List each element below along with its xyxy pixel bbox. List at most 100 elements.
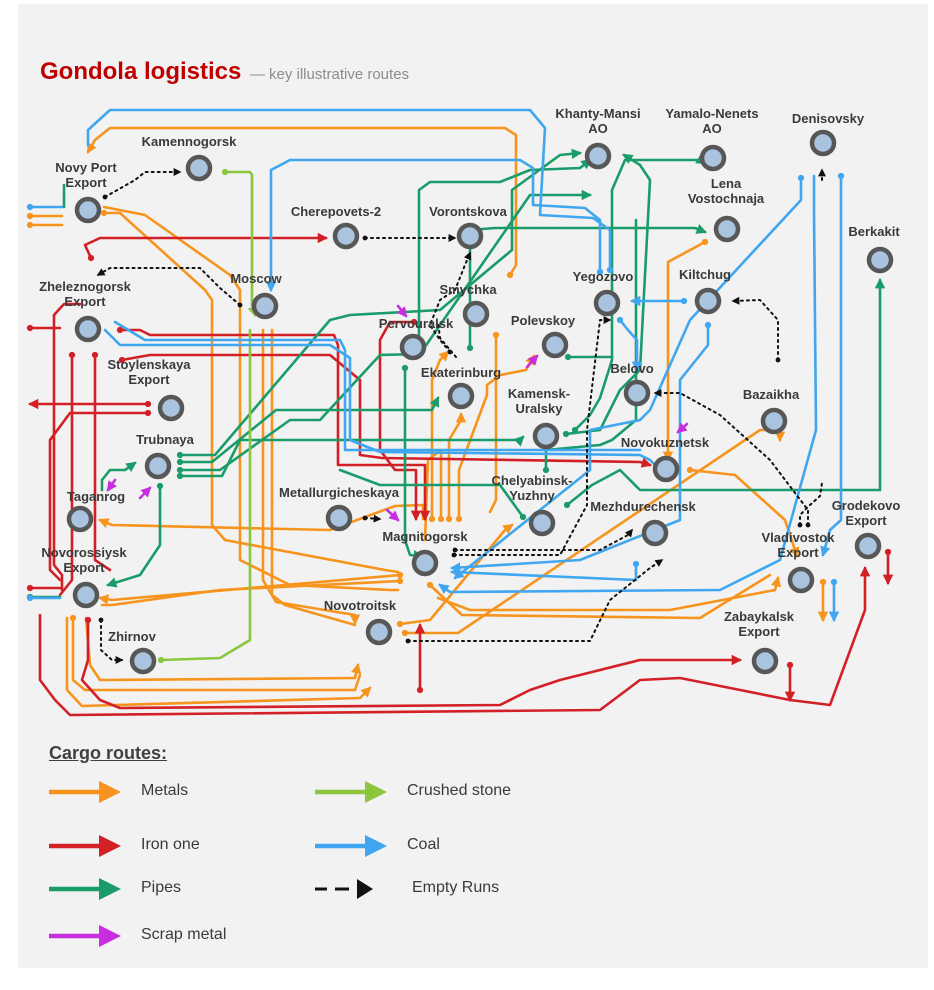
station-kamennogorsk[interactable] xyxy=(185,154,213,182)
station-taganrog[interactable] xyxy=(66,505,94,533)
station-marker[interactable] xyxy=(251,292,279,320)
station-label-moscow: Moscow xyxy=(230,271,282,286)
route-pipes-45 xyxy=(176,435,525,480)
legend-item-metals: Metals xyxy=(49,780,309,804)
station-marker[interactable] xyxy=(72,581,100,609)
station-marker[interactable] xyxy=(66,505,94,533)
station-zhirnov[interactable] xyxy=(129,647,157,675)
station-novotroitsk[interactable] xyxy=(365,618,393,646)
station-ekaterinburg[interactable] xyxy=(447,382,475,410)
station-khanty[interactable] xyxy=(584,142,612,170)
route-iron-32 xyxy=(48,409,152,582)
station-magnitogorsk[interactable] xyxy=(411,549,439,577)
station-marker[interactable] xyxy=(699,144,727,172)
station-marker[interactable] xyxy=(854,532,882,560)
station-label-grodekovo: Export xyxy=(845,513,887,528)
legend-swatch xyxy=(315,781,387,803)
station-marker[interactable] xyxy=(866,246,894,274)
station-marker[interactable] xyxy=(641,519,669,547)
route-empty-90 xyxy=(405,559,664,644)
legend-swatch xyxy=(49,835,121,857)
station-kamensk[interactable] xyxy=(532,422,560,450)
station-label-yamalo: AO xyxy=(702,121,722,136)
station-label-trubnaya: Trubnaya xyxy=(136,432,195,447)
station-marker[interactable] xyxy=(411,549,439,577)
station-marker[interactable] xyxy=(528,509,556,537)
station-marker[interactable] xyxy=(74,315,102,343)
station-label-novotroitsk: Novotroitsk xyxy=(324,598,397,613)
station-marker[interactable] xyxy=(787,566,815,594)
station-marker[interactable] xyxy=(541,331,569,359)
route-iron-25 xyxy=(83,232,329,262)
station-marker[interactable] xyxy=(325,504,353,532)
station-kiltchug[interactable] xyxy=(694,287,722,315)
legend-swatch xyxy=(315,879,373,899)
labels-layer: Novy PortExportKamennogorskCherepovets-2… xyxy=(39,106,900,644)
station-marker[interactable] xyxy=(157,394,185,422)
station-mezhdurechensk[interactable] xyxy=(641,519,669,547)
station-zheleznogorsk[interactable] xyxy=(74,315,102,343)
station-marker[interactable] xyxy=(623,379,651,407)
station-berkakit[interactable] xyxy=(866,246,894,274)
station-novy_port[interactable] xyxy=(74,196,102,224)
station-marker[interactable] xyxy=(456,222,484,250)
route-iron-28 xyxy=(58,351,76,597)
station-marker[interactable] xyxy=(652,455,680,483)
station-belovo[interactable] xyxy=(623,379,651,407)
route-metals-0 xyxy=(86,126,518,279)
station-marker[interactable] xyxy=(332,222,360,250)
route-empty-86 xyxy=(653,389,811,528)
station-marker[interactable] xyxy=(144,452,172,480)
station-marker[interactable] xyxy=(809,129,837,157)
station-stoylenskaya[interactable] xyxy=(157,394,185,422)
route-coal-71 xyxy=(820,172,845,558)
station-marker[interactable] xyxy=(447,382,475,410)
legend-label: Crushed stone xyxy=(407,782,512,799)
station-marker[interactable] xyxy=(713,215,741,243)
station-label-khanty: Khanty-Mansi xyxy=(555,106,640,121)
station-polevskoy[interactable] xyxy=(541,331,569,359)
station-label-chelyabinsk: Yuzhny xyxy=(509,488,555,503)
station-marker[interactable] xyxy=(399,333,427,361)
station-label-zabaykalsk: Zabaykalsk xyxy=(724,609,795,624)
route-coal-65 xyxy=(113,320,642,452)
route-coal-62 xyxy=(265,158,604,293)
station-marker[interactable] xyxy=(593,289,621,317)
station-label-taganrog: Taganrog xyxy=(67,489,125,504)
station-marker[interactable] xyxy=(532,422,560,450)
station-lena[interactable] xyxy=(713,215,741,243)
station-vladivostok[interactable] xyxy=(787,566,815,594)
station-metallurgicheskaya[interactable] xyxy=(325,504,353,532)
station-yegozovo[interactable] xyxy=(593,289,621,317)
station-marker[interactable] xyxy=(584,142,612,170)
station-marker[interactable] xyxy=(365,618,393,646)
station-label-mezhdurechensk: Mezhdurechensk xyxy=(590,499,696,514)
route-iron-26 xyxy=(52,302,82,592)
station-marker[interactable] xyxy=(185,154,213,182)
station-marker[interactable] xyxy=(74,196,102,224)
route-scrap-75 xyxy=(138,486,152,500)
legend-swatch xyxy=(49,781,121,803)
station-cherepovets[interactable] xyxy=(332,222,360,250)
station-chelyabinsk[interactable] xyxy=(528,509,556,537)
station-novokuznetsk[interactable] xyxy=(652,455,680,483)
station-marker[interactable] xyxy=(462,300,490,328)
station-label-bazaikha: Bazaikha xyxy=(743,387,800,402)
station-zabaykalsk[interactable] xyxy=(751,647,779,675)
station-moscow[interactable] xyxy=(251,292,279,320)
station-smychka[interactable] xyxy=(462,300,490,328)
station-yamalo[interactable] xyxy=(699,144,727,172)
station-pervouralsk[interactable] xyxy=(399,333,427,361)
route-iron-36 xyxy=(80,616,743,710)
station-marker[interactable] xyxy=(751,647,779,675)
station-label-kamensk: Kamensk- xyxy=(508,386,570,401)
station-vorontskova[interactable] xyxy=(456,222,484,250)
station-marker[interactable] xyxy=(760,407,788,435)
station-denisovsky[interactable] xyxy=(809,129,837,157)
station-grodekovo[interactable] xyxy=(854,532,882,560)
station-novorossiysk[interactable] xyxy=(72,581,100,609)
station-bazaikha[interactable] xyxy=(760,407,788,435)
station-marker[interactable] xyxy=(129,647,157,675)
station-marker[interactable] xyxy=(694,287,722,315)
station-trubnaya[interactable] xyxy=(144,452,172,480)
